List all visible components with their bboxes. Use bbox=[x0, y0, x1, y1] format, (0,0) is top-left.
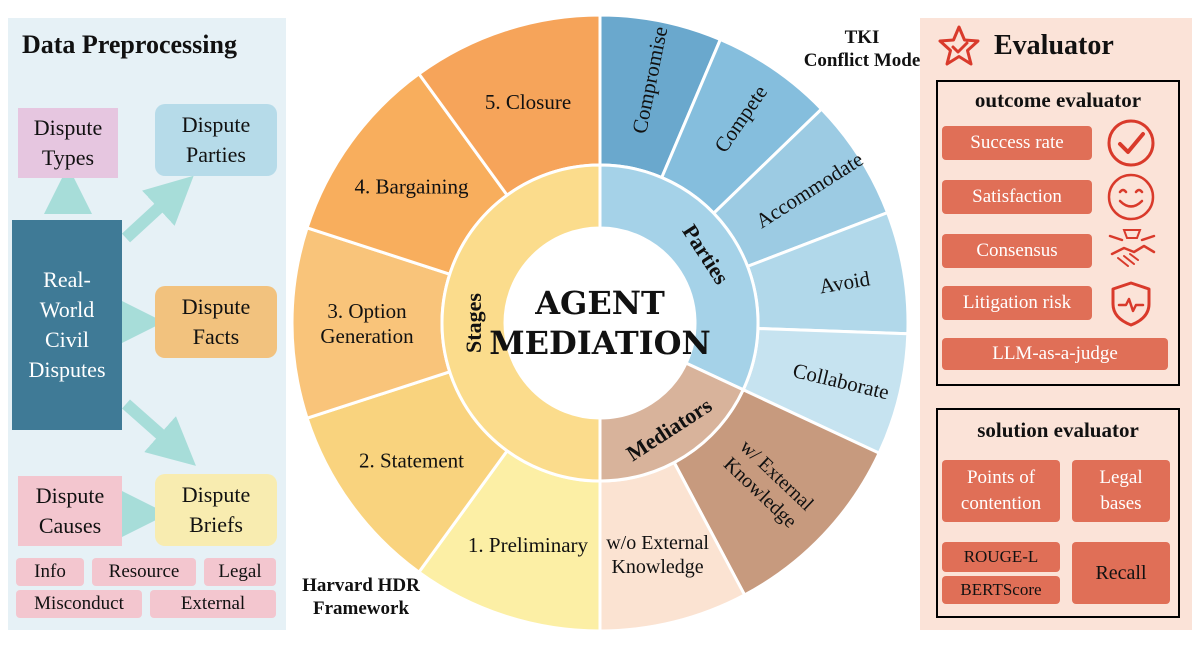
points-of-contention-item: Points of contention bbox=[942, 460, 1060, 522]
preprocessing-arrows bbox=[44, 166, 196, 538]
solution-evaluator-title: solution evaluator bbox=[977, 418, 1139, 442]
stages-label-5-closure: 5. Closure bbox=[485, 90, 571, 114]
harvard-label-text: Harvard HDR Framework bbox=[302, 575, 420, 619]
tag-legal: Legal bbox=[204, 558, 276, 586]
tag-resource: Resource bbox=[92, 558, 196, 586]
outcome-evaluator-title: outcome evaluator bbox=[974, 88, 1142, 112]
evaluator-title: Evaluator bbox=[994, 30, 1114, 61]
points-of-contention-label: Points of contention bbox=[960, 467, 1042, 514]
dispute-types-box: Dispute Types bbox=[18, 108, 118, 178]
consensus-item: Consensus bbox=[942, 234, 1092, 268]
tki-label-text: TKI Conflict Mode bbox=[803, 27, 921, 71]
recall-item: Recall bbox=[1072, 542, 1170, 604]
dispute-briefs-box: Dispute Briefs bbox=[155, 474, 277, 546]
tag-info: Info bbox=[16, 558, 84, 586]
dispute-causes-label: Dispute Causes bbox=[35, 483, 105, 538]
shield-alert-icon bbox=[1111, 281, 1151, 327]
dispute-facts-label: Dispute Facts bbox=[181, 294, 251, 349]
bertscore-item: BERTScore bbox=[942, 576, 1060, 604]
evaluator-panel bbox=[920, 18, 1192, 630]
rouge-l-item: ROUGE-L bbox=[942, 542, 1060, 572]
legal-bases-item: Legal bases bbox=[1072, 460, 1170, 522]
stages-label-1-preliminary: 1. Preliminary bbox=[468, 533, 589, 557]
star-badge-icon bbox=[938, 25, 980, 66]
dispute-facts-box: Dispute Facts bbox=[155, 286, 277, 358]
checkmark-icon bbox=[1107, 119, 1155, 167]
stages-label-4-bargaining: 4. Bargaining bbox=[355, 174, 469, 198]
solution-evaluator-frame bbox=[936, 408, 1180, 618]
harvard-hdr-label: Harvard HDR Framework bbox=[286, 574, 436, 620]
dispute-causes-box: Dispute Causes bbox=[18, 476, 122, 546]
ring-label-stages: Stages bbox=[461, 293, 486, 353]
stages-label-2-statement: 2. Statement bbox=[359, 448, 464, 472]
success-rate-item: Success rate bbox=[942, 126, 1092, 160]
center-title-agent: AGENT bbox=[534, 284, 665, 322]
tag-external: External bbox=[150, 590, 276, 618]
outcome-evaluator-frame bbox=[936, 80, 1180, 386]
center-disc bbox=[505, 228, 695, 418]
arrow-to-parties bbox=[121, 175, 194, 243]
arrow-to-briefs bbox=[122, 399, 196, 466]
real-world-disputes-box: Real- World Civil Disputes bbox=[12, 220, 122, 430]
center-title-mediation: MEDIATION bbox=[489, 324, 711, 362]
dispute-types-label: Dispute Types bbox=[33, 115, 103, 170]
litigation-risk-item: Litigation risk bbox=[942, 286, 1092, 320]
tki-conflict-mode-label: TKI Conflict Mode bbox=[772, 26, 952, 72]
dispute-parties-label: Dispute Parties bbox=[181, 112, 251, 167]
handshake-icon bbox=[1108, 229, 1156, 267]
smiley-face-icon bbox=[1107, 173, 1155, 221]
llm-as-a-judge-item: LLM-as-a-judge bbox=[942, 338, 1168, 370]
dispute-parties-box: Dispute Parties bbox=[155, 104, 277, 176]
satisfaction-item: Satisfaction bbox=[942, 180, 1092, 214]
agent-mediation-wheel: AGENTMEDIATIONPartiesMediatorsStagesComp… bbox=[290, 13, 910, 633]
real-world-disputes-label: Real- World Civil Disputes bbox=[28, 267, 106, 382]
tag-misconduct: Misconduct bbox=[16, 590, 142, 618]
legal-bases-label: Legal bases bbox=[1099, 467, 1143, 514]
dispute-briefs-label: Dispute Briefs bbox=[181, 482, 251, 537]
data-preprocessing-title: Data Preprocessing bbox=[22, 30, 237, 59]
